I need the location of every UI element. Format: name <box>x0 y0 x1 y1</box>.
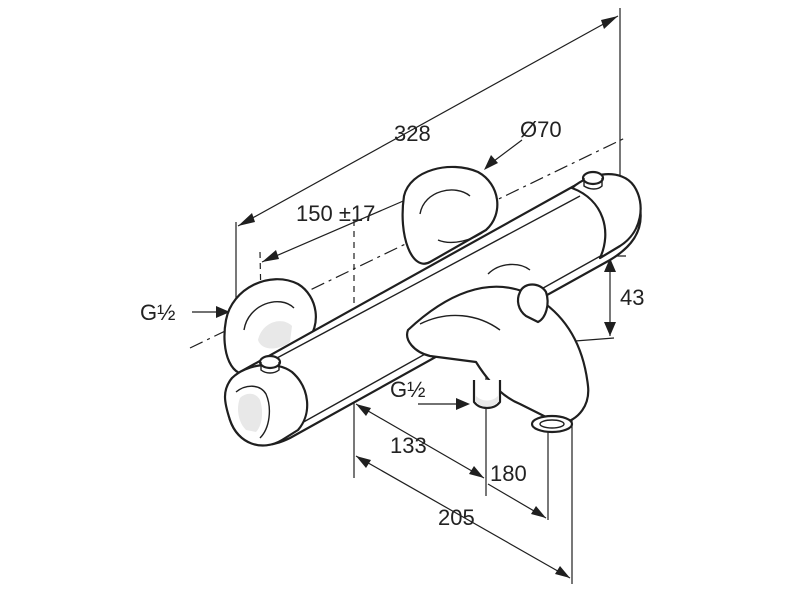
label-inlet-left: G½ <box>140 300 175 325</box>
arrowhead <box>238 213 255 226</box>
temperature-handle <box>570 170 642 260</box>
arrowhead <box>456 398 470 410</box>
label-rosette-diameter: Ø70 <box>520 117 562 142</box>
rosette-left <box>223 278 317 375</box>
dimension-line-205 <box>355 455 571 579</box>
arrowhead <box>601 16 618 29</box>
label-height: 43 <box>620 285 644 310</box>
spout <box>406 263 590 434</box>
arrowhead <box>216 306 230 318</box>
arrowhead <box>484 155 498 170</box>
arrowhead <box>604 322 616 336</box>
arrowhead <box>469 466 484 478</box>
dimension-line-133 <box>355 403 485 479</box>
rosette-right <box>401 165 499 265</box>
label-depth-total: 205 <box>438 505 475 530</box>
label-center-distance: 150 ±17 <box>296 201 375 226</box>
label-overall-length: 328 <box>394 121 431 146</box>
arrowhead <box>356 456 371 468</box>
arrowhead <box>555 566 570 578</box>
label-outlet-bottom: G½ <box>390 377 425 402</box>
arrowhead <box>356 404 371 416</box>
arrowhead <box>604 258 616 272</box>
label-depth-spout: 180 <box>490 461 527 486</box>
arrowhead <box>262 250 279 262</box>
arrowhead <box>531 506 546 518</box>
label-depth-outlet: 133 <box>390 433 427 458</box>
flow-handle <box>223 354 309 447</box>
dimension-line-328 <box>237 15 619 227</box>
